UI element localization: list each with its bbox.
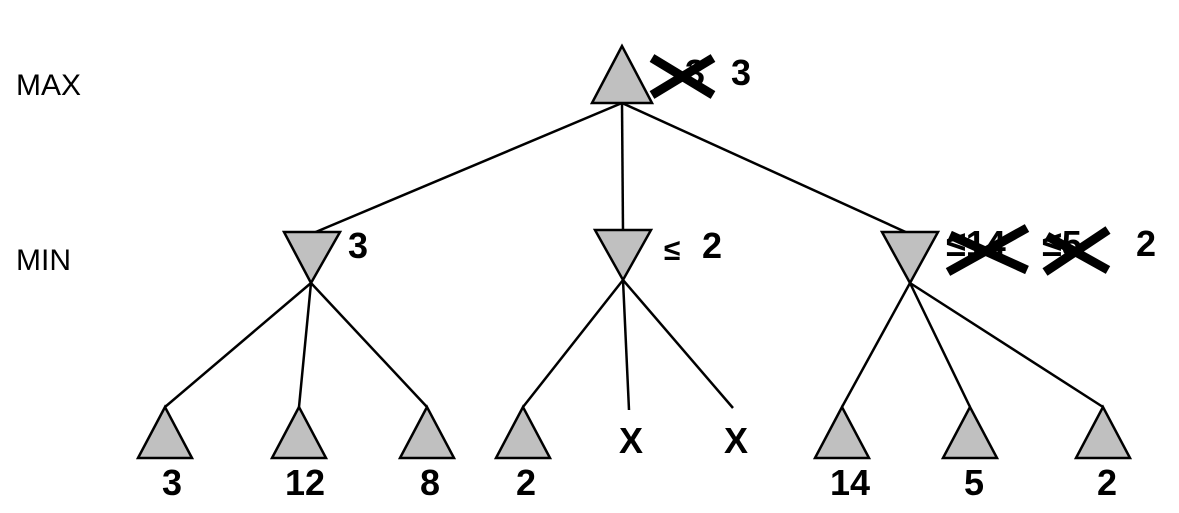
leaf-value: 5 [964,462,984,503]
cross-out-mark [948,230,1029,275]
cross-out-mark [649,54,716,99]
min-node-value: 3 [348,225,368,266]
leaf-value: 12 [285,462,325,503]
edge [621,101,911,236]
edge [840,282,912,408]
edge [310,101,623,236]
edge [620,102,625,233]
min-node [879,230,941,286]
leaf-value: 2 [516,462,536,503]
edge [622,279,734,409]
leaf-node [493,404,553,460]
leaf-node [1073,404,1133,460]
edge [310,282,428,408]
leaf-node [397,404,457,460]
cross-out-mark [1044,232,1111,274]
edge [908,282,972,408]
pruned-leaf-mark: X [724,420,748,461]
edge [297,282,313,408]
min-node-bound-symbol: ≤ [664,234,680,267]
min-node-value: 2 [1136,223,1156,264]
leaf-node [940,404,1000,460]
level-label-max: MAX [16,69,81,102]
edge [522,279,624,408]
pruned-leaf-mark: X [619,420,643,461]
edge [164,282,312,408]
leaf-node [812,404,872,460]
leaf-node [135,404,195,460]
leaf-value: 14 [830,462,870,503]
leaf-value: 3 [162,462,182,503]
min-node [281,230,343,286]
min-node-value: 2 [702,225,722,266]
edge [621,279,631,411]
edge [909,281,1104,409]
leaf-value: 2 [1097,462,1117,503]
min-node [592,228,654,283]
leaf-node [269,404,329,460]
leaf-value: 8 [420,462,440,503]
level-label-min: MIN [16,244,71,277]
max-node-root [589,43,655,105]
root-value: 3 [731,52,751,93]
